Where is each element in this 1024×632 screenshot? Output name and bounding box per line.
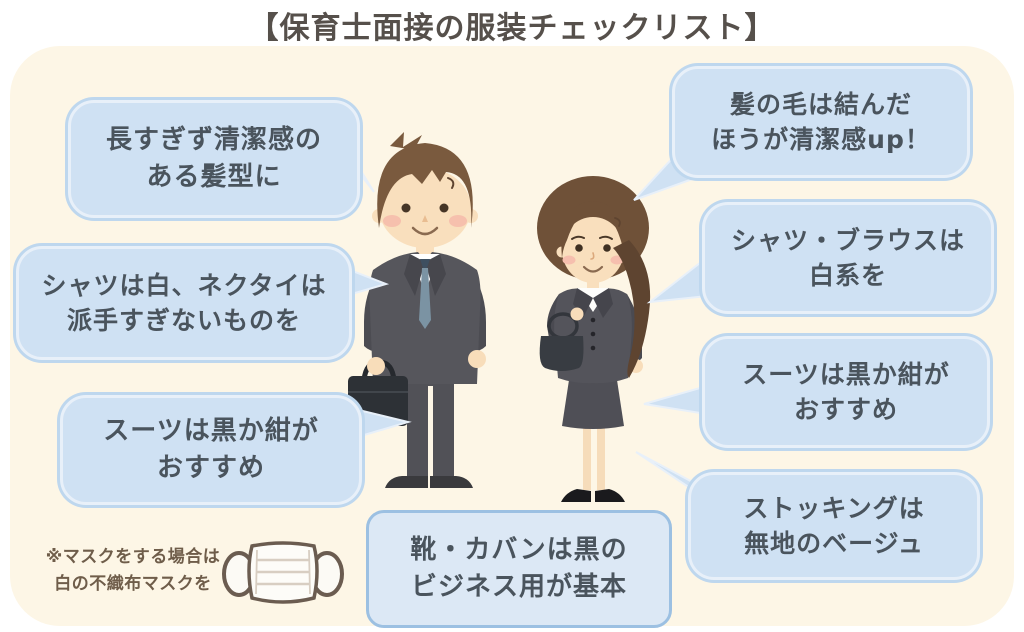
bubble-text-line: おすすめ — [793, 395, 898, 424]
mask-note-line: 白の不織布マスクを — [54, 574, 212, 595]
woman-illustration — [537, 176, 651, 502]
bubble-shoes-bag: 靴・カバンは黒の ビジネス用が基本 — [366, 510, 672, 628]
page-title: 【保育士面接の服装チェックリスト】 — [248, 11, 776, 46]
bubble-suit-woman: スーツは黒か紺が おすすめ — [702, 336, 990, 448]
bubble-shirt-tie-man: シャツは白、ネクタイは 派手すぎないものを — [16, 246, 352, 360]
mask-icon — [222, 541, 344, 604]
bubble-text-line: 髪の毛は結んだ — [729, 89, 912, 119]
bubble-hair-man: 長すぎず清潔感の ある髪型に — [68, 100, 360, 218]
bubble-text-line: 派手すぎないものを — [66, 306, 301, 335]
bubble-suit-man: スーツは黒か紺が おすすめ — [60, 395, 362, 505]
bubble-text-line: シャツ・ブラウスは — [730, 225, 965, 255]
bubble-text-line: おすすめ — [156, 453, 265, 483]
bubble-text-line: スーツは黒か紺が — [103, 416, 319, 447]
mask-note: ※マスクをする場合は 白の不織布マスクを — [30, 544, 236, 598]
bubble-text-line: ビジネス用が基本 — [410, 572, 627, 602]
bubble-blouse-woman: シャツ・ブラウスは 白系を — [702, 202, 994, 314]
bubble-text-line: スーツは黒か紺が — [742, 359, 950, 389]
bubble-text-line: シャツは白、ネクタイは — [41, 270, 327, 300]
bubble-hair-woman: 髪の毛は結んだ ほうが清潔感up！ — [672, 66, 970, 178]
bubble-text-line: 靴・カバンは黒の — [410, 535, 628, 566]
bubble-text-line: ほうが清潔感up！ — [711, 125, 931, 154]
bubble-text-line: ある髪型に — [146, 162, 282, 192]
bubble-text-line: ストッキングは — [743, 493, 925, 523]
bubble-stockings-woman: ストッキングは 無地のベージュ — [688, 472, 980, 580]
bubble-text-line: 白系を — [808, 261, 887, 290]
bubble-text-line: 無地のベージュ — [744, 529, 924, 558]
man-illustration — [348, 132, 486, 488]
bubble-text-line: 長すぎず清潔感の — [105, 125, 322, 156]
mask-note-line: ※マスクをする場合は — [45, 547, 221, 567]
